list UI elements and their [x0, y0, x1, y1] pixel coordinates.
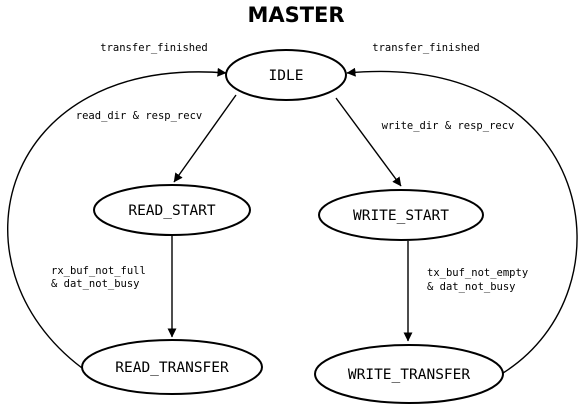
diagram-title: MASTER [247, 3, 344, 27]
state-write-transfer: WRITE_TRANSFER [314, 344, 504, 404]
state-read-start-label: READ_START [128, 203, 216, 219]
state-write-start-label: WRITE_START [353, 208, 449, 224]
edge-idle-to-read-start [173, 94, 237, 183]
label-read-dir-resp-recv: read_dir & resp_recv [76, 110, 202, 122]
state-idle: IDLE [225, 49, 347, 101]
label-tx-buf-not-empty: tx_buf_not_empty [427, 267, 528, 279]
label-read-dat-not-busy: & dat_not_busy [51, 278, 140, 290]
state-write-transfer-label: WRITE_TRANSFER [348, 367, 470, 383]
state-read-start: READ_START [93, 184, 251, 236]
label-write-dat-not-busy: & dat_not_busy [427, 281, 516, 293]
state-idle-label: IDLE [269, 68, 304, 84]
label-rx-buf-not-full: rx_buf_not_full [51, 265, 146, 277]
edge-idle-to-write-start [335, 97, 402, 187]
edge-write-transfer-to-idle [346, 67, 578, 374]
label-write-transfer-finished: transfer_finished [372, 42, 479, 54]
state-read-transfer: READ_TRANSFER [81, 339, 263, 395]
label-write-dir-resp-recv: write_dir & resp_recv [382, 120, 515, 132]
edge-read-transfer-to-idle [7, 67, 227, 369]
state-write-start: WRITE_START [318, 189, 484, 241]
label-read-transfer-finished: transfer_finished [100, 42, 207, 54]
state-read-transfer-label: READ_TRANSFER [115, 360, 229, 376]
